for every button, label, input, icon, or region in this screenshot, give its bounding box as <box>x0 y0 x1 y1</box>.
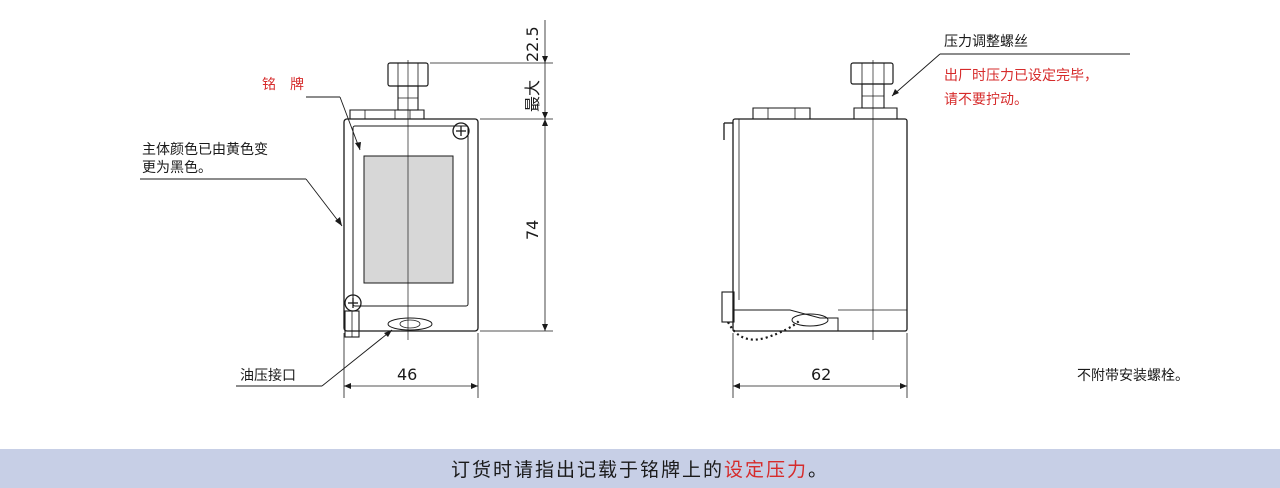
label-pressure-screw: 压力调整螺丝 <box>944 34 1028 50</box>
side-view <box>721 60 908 341</box>
side-leaders <box>891 53 1130 97</box>
label-factory-note-line1: 出厂时压力已设定完毕， <box>944 68 1098 84</box>
dim-max: 最大 <box>523 80 542 112</box>
dim-width-front: 46 <box>397 365 417 384</box>
front-dimensions <box>343 20 553 398</box>
footer-text: 订货时请指出记载于铭牌上的 <box>450 459 724 481</box>
side-dimensions <box>732 333 908 398</box>
footer-note-bar: 订货时请指出记载于铭牌上的设定压力。 <box>0 449 1280 488</box>
label-nameplate: 铭 牌 <box>262 76 304 93</box>
label-no-bolts: 不附带安装螺栓。 <box>1077 368 1189 384</box>
dim-height: 74 <box>523 220 542 240</box>
footer-highlight: 设定压力 <box>723 459 808 481</box>
dim-top-clearance: 22.5 <box>523 26 542 62</box>
front-leaders <box>140 96 393 387</box>
label-body-color-line1: 主体颜色已由黄色变 <box>142 141 268 158</box>
technical-drawing: 22.5 最大 74 46 铭 牌 主体颜色已由黄色变 更为黑色。 油压接口 <box>140 20 1189 398</box>
label-factory-note-line2: 请不要拧动。 <box>944 92 1028 108</box>
footer-text-end: 。 <box>808 459 830 481</box>
front-view <box>343 60 479 340</box>
dim-width-side: 62 <box>811 365 831 384</box>
label-oil-port: 油压接口 <box>240 367 296 384</box>
nameplate-window <box>363 155 454 284</box>
label-body-color-line2: 更为黑色。 <box>142 159 212 176</box>
